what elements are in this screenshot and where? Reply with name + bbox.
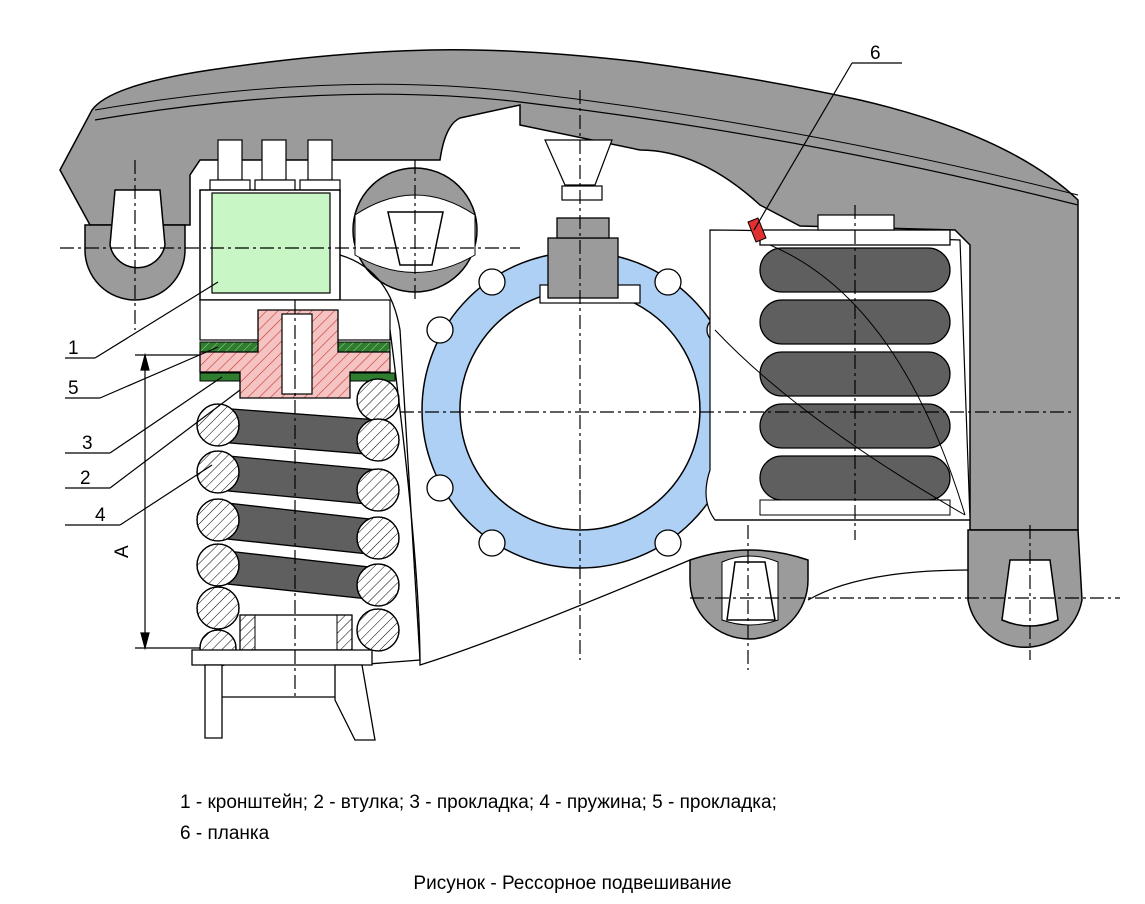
right-bolt-ear <box>967 529 1083 649</box>
suspension-drawing: A 1 5 3 2 4 6 <box>59 43 1120 741</box>
callout-3: 3 <box>82 433 93 454</box>
center-nut <box>544 139 613 201</box>
callout-1: 1 <box>68 338 79 359</box>
callout-2: 2 <box>80 468 91 489</box>
leader-lines <box>65 62 902 526</box>
callout-5: 5 <box>68 378 79 399</box>
legend-line-1: 1 - кронштейн; 2 - втулка; 3 - прокладка… <box>180 792 777 813</box>
lower-base <box>191 649 376 741</box>
callout-4: 4 <box>95 505 106 526</box>
legend-line-2: 6 - планка <box>180 823 270 844</box>
center-lines <box>60 90 1120 700</box>
figure-caption: Рисунок - Рессорное подвешивание <box>413 873 732 894</box>
dimension-a-label: A <box>112 545 133 558</box>
lower-lug <box>689 549 971 640</box>
bracket-part-1 <box>199 189 391 341</box>
left-spring-part-4 <box>196 378 400 667</box>
legend: 1 - кронштейн; 2 - втулка; 3 - прокладка… <box>180 787 1080 849</box>
bracket-bolts <box>209 139 341 193</box>
callout-6: 6 <box>870 43 881 64</box>
frame-body <box>59 49 1079 531</box>
right-spring <box>705 214 971 521</box>
dimension-a <box>135 352 200 651</box>
